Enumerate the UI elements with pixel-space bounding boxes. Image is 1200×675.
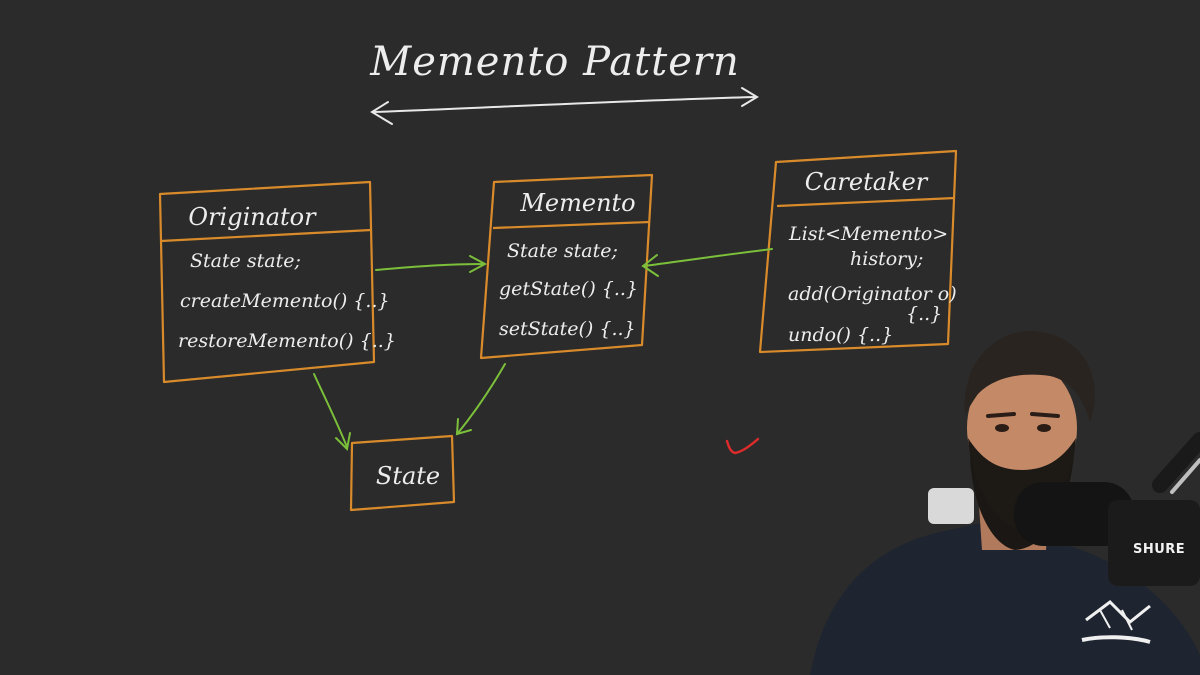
title-double-arrow <box>370 87 759 125</box>
memento-field-state: State state; <box>507 240 618 262</box>
shirt-logo <box>1081 600 1151 644</box>
originator-name: Originator <box>188 203 317 231</box>
caretaker-field-list: List<Memento> <box>788 223 948 245</box>
caretaker-method-add-body: {..} <box>906 303 942 325</box>
originator-class-box: Originator State state; createMemento() … <box>158 180 396 384</box>
mic-arm <box>1152 432 1200 493</box>
originator-method-restore: restoreMemento() {..} <box>178 330 396 352</box>
memento-class-box: Memento State state; getState() {..} set… <box>479 173 654 360</box>
memento-method-setstate: setState() {..} <box>499 318 636 340</box>
caretaker-method-undo: undo() {..} <box>788 324 893 346</box>
chair-back <box>928 488 974 524</box>
arrow-originator-to-state <box>313 373 351 452</box>
state-class-box: State <box>349 434 456 512</box>
arrow-memento-to-state <box>455 363 506 436</box>
caretaker-class-box: Caretaker List<Memento> history; add(Ori… <box>758 149 958 354</box>
check-mark-icon <box>725 437 760 455</box>
arrow-originator-to-memento <box>375 255 488 273</box>
presenter-face <box>967 360 1077 496</box>
memento-method-getstate: getState() {..} <box>499 278 638 300</box>
caretaker-method-add: add(Originator o) <box>788 283 957 305</box>
originator-method-create: createMemento() {..} <box>180 290 390 312</box>
caretaker-name: Caretaker <box>805 168 929 196</box>
arrow-caretaker-to-memento <box>641 248 773 277</box>
originator-field-state: State state; <box>190 250 301 272</box>
presenter-hair <box>964 331 1095 422</box>
mic-brand-label: SHURE <box>1133 542 1185 557</box>
diagram-title: Memento Pattern <box>369 39 740 85</box>
presenter-figure: SHURE <box>810 331 1200 675</box>
microphone-icon: SHURE <box>1014 482 1200 586</box>
caretaker-field-history: history; <box>850 248 923 270</box>
memento-name: Memento <box>519 189 635 217</box>
state-name: State <box>376 462 440 490</box>
